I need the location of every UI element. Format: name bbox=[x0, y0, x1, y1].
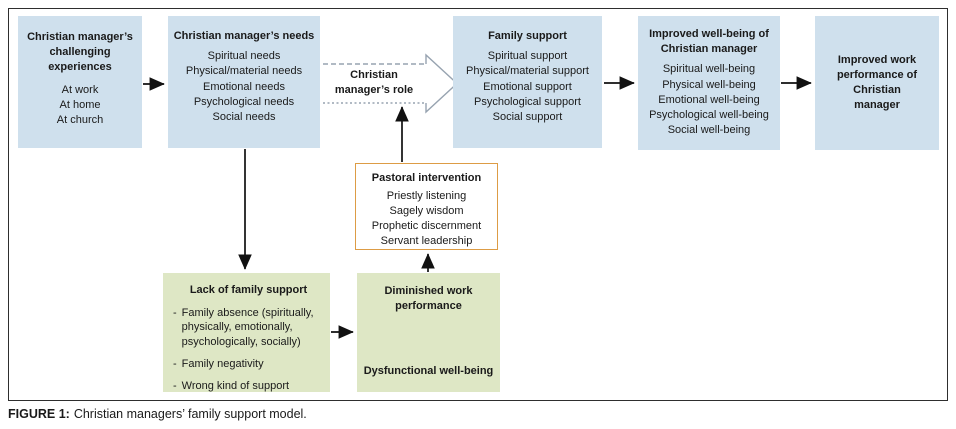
box-needs-item: Social needs bbox=[212, 110, 276, 123]
box-needs-item: Emotional needs bbox=[203, 80, 285, 93]
dash-bullet: - bbox=[173, 358, 177, 371]
box-diminished-work-performance: Diminished work performance Dysfunctiona… bbox=[357, 273, 500, 392]
box-family-item: Psychological support bbox=[473, 95, 581, 108]
box-pastoral-title: Pastoral intervention bbox=[371, 172, 482, 184]
role-label-text: Christian manager’s role bbox=[334, 69, 414, 96]
box-manager-needs: Christian manager’s needs Spiritual need… bbox=[168, 16, 320, 148]
box-pastoral-item: Priestly listening bbox=[386, 189, 467, 202]
dash-bullet: - bbox=[173, 380, 177, 393]
box-challenging-experiences: Christian manager’s challenging experien… bbox=[18, 16, 142, 148]
diminished-bottom-text: Dysfunctional well-being bbox=[363, 364, 494, 377]
box-needs-item: Psychological needs bbox=[193, 95, 295, 108]
box-family-item: Emotional support bbox=[483, 80, 572, 93]
box-family-title: Family support bbox=[488, 30, 567, 42]
box-work-title: Improved work performance of Christian m… bbox=[836, 53, 918, 112]
box-lack-item-text: Family negativity bbox=[181, 358, 264, 371]
box-improved-work-performance: Improved work performance of Christian m… bbox=[815, 16, 939, 150]
box-family-item: Social support bbox=[492, 110, 563, 123]
box-lack-of-family-support: Lack of family support - Family absence … bbox=[163, 273, 330, 392]
box-wellbeing-item: Psychological well-being bbox=[649, 108, 769, 121]
box-pastoral-item: Sagely wisdom bbox=[389, 204, 464, 217]
diagram-border bbox=[8, 8, 948, 401]
box-family-item: Spiritual support bbox=[487, 50, 568, 63]
box-challenging-item: At work bbox=[61, 83, 99, 96]
figure-caption-label: FIGURE 1: bbox=[8, 407, 70, 421]
box-pastoral-item: Servant leadership bbox=[380, 234, 473, 247]
box-challenging-item: At church bbox=[56, 113, 104, 126]
box-family-support: Family support Spiritual support Physica… bbox=[453, 16, 602, 148]
box-lack-item-text: Family absence (spiritually, physically,… bbox=[181, 307, 314, 348]
figure-caption: FIGURE 1:Christian managers’ family supp… bbox=[8, 407, 307, 421]
block-arrow-role-label: Christian manager’s role bbox=[323, 62, 425, 104]
box-needs-title: Christian manager’s needs bbox=[173, 30, 315, 42]
box-challenging-title: Christian manager’s challenging experien… bbox=[27, 31, 133, 74]
box-lack-title: Lack of family support bbox=[189, 284, 308, 296]
box-lack-item: - Wrong kind of support bbox=[173, 379, 324, 393]
box-wellbeing-item: Physical well-being bbox=[662, 78, 756, 91]
box-wellbeing-title: Improved well-being of Christian manager bbox=[649, 28, 769, 56]
box-pastoral-intervention: Pastoral intervention Priestly listening… bbox=[355, 163, 498, 250]
box-needs-item: Spiritual needs bbox=[207, 50, 281, 63]
box-improved-wellbeing: Improved well-being of Christian manager… bbox=[638, 16, 780, 150]
box-lack-item: - Family absence (spiritually, physicall… bbox=[173, 306, 324, 349]
box-pastoral-item: Prophetic discernment bbox=[371, 219, 482, 232]
dash-bullet: - bbox=[173, 307, 177, 320]
box-challenging-item: At home bbox=[59, 98, 101, 111]
box-lack-item: - Family negativity bbox=[173, 357, 324, 371]
figure-caption-text: Christian managers’ family support model… bbox=[73, 407, 307, 421]
box-family-item: Physical/material support bbox=[466, 65, 589, 78]
box-wellbeing-item: Social well-being bbox=[667, 124, 751, 137]
diminished-top-text: Diminished work performance bbox=[384, 285, 473, 313]
box-wellbeing-item: Emotional well-being bbox=[658, 93, 760, 106]
box-needs-item: Physical/material needs bbox=[185, 65, 303, 78]
box-wellbeing-item: Spiritual well-being bbox=[662, 63, 756, 76]
box-lack-item-text: Wrong kind of support bbox=[181, 380, 290, 393]
